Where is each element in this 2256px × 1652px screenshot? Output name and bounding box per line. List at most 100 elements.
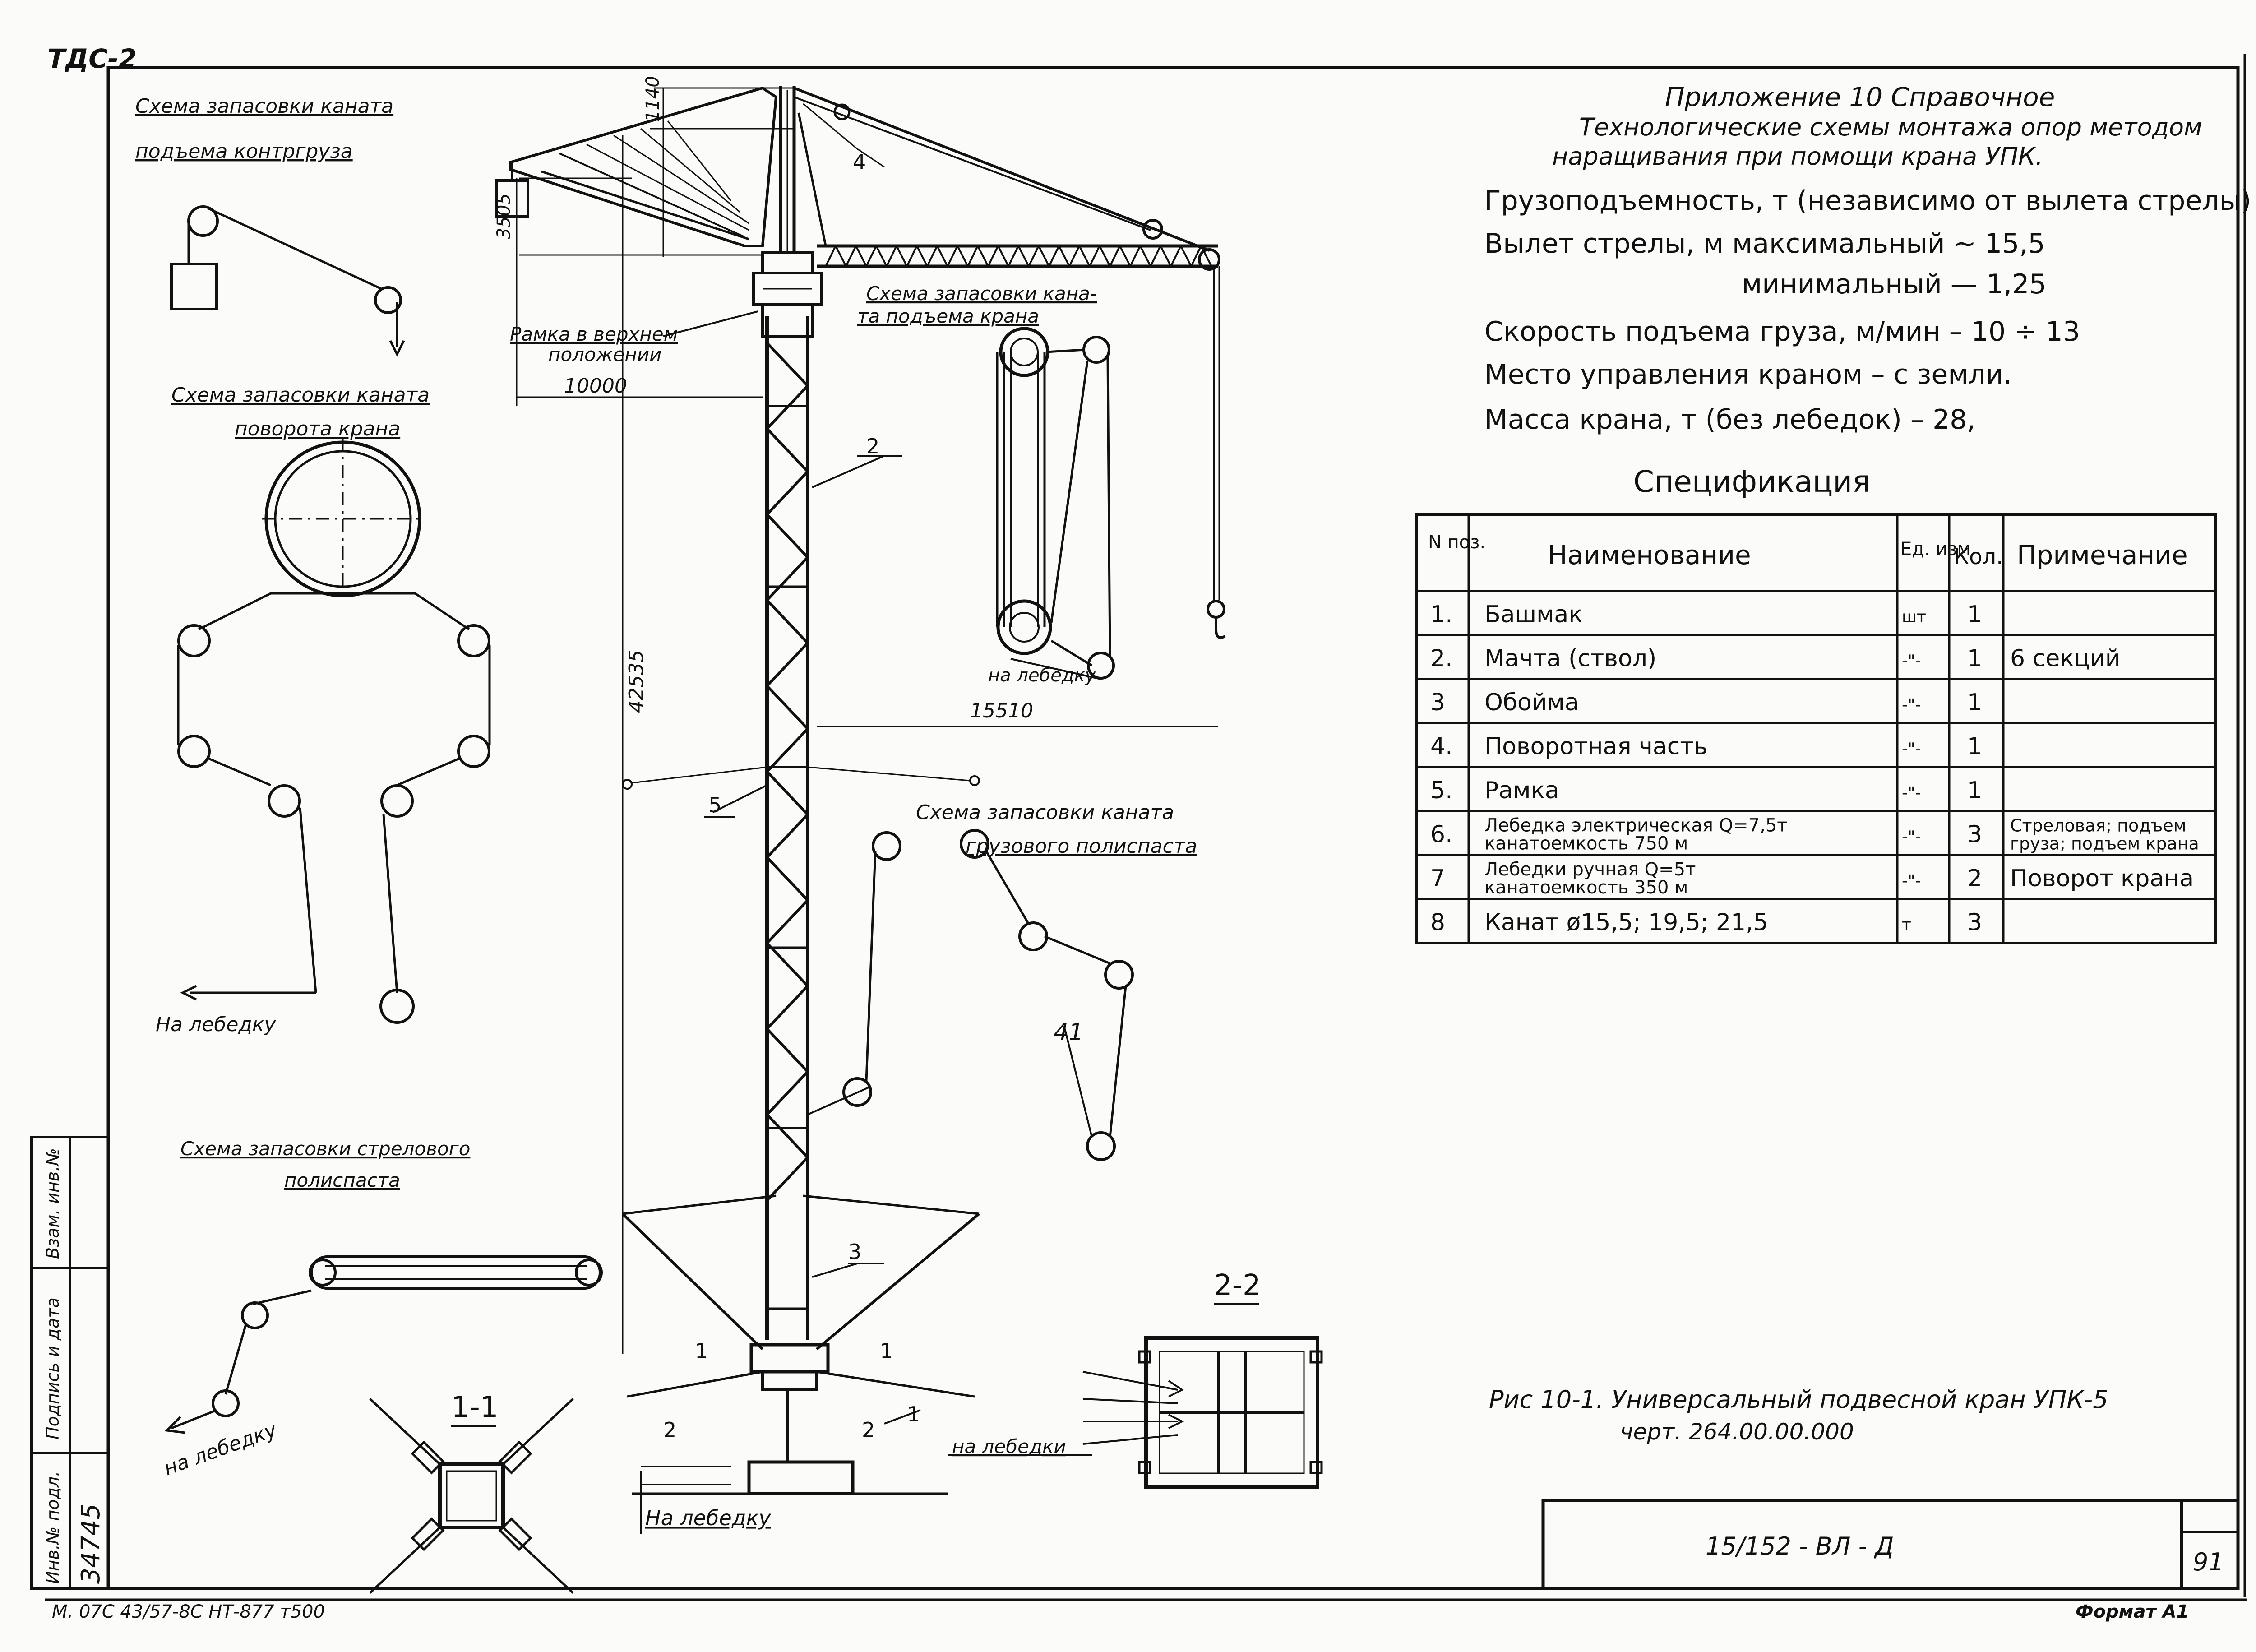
sidebar-replace: Взам. инв.№ <box>43 1148 63 1259</box>
crane-callout-4: 4 <box>853 150 866 174</box>
spec-cell-note: Стреловая; подъем <box>2010 815 2186 835</box>
spec-cell-unit: шт <box>1902 608 1926 626</box>
spec-cell-name: Канат ø15,5; 19,5; 21,5 <box>1484 909 1768 936</box>
jib-brace <box>865 245 877 267</box>
spec-header-qty: Кол. <box>1954 544 2003 569</box>
jib-brace <box>1099 245 1111 267</box>
jib-brace <box>936 245 948 267</box>
figure-caption-2: черт. 264.00.00.000 <box>1620 1419 1854 1445</box>
footer-right: Формат А1 <box>2076 1601 2189 1622</box>
mast-brace <box>766 856 809 902</box>
spec-cell-name: Поворотная часть <box>1484 733 1707 760</box>
mast-brace <box>766 513 809 559</box>
sidebar-signature: Подпись и дата <box>43 1297 63 1439</box>
scheme-cargo-title-2: грузового полиспаста <box>966 835 1197 858</box>
spec-cell-name: Лебедка электрическая Q=7,5т <box>1484 815 1788 836</box>
crane-section-2-left: 2 <box>663 1418 676 1442</box>
mast-brace <box>766 642 809 687</box>
scheme-counterweight-drawing <box>170 205 405 357</box>
spec-cell-name: Обойма <box>1484 689 1579 716</box>
crane-callout-5: 5 <box>708 793 721 817</box>
jib-brace <box>1129 245 1141 267</box>
jib-brace <box>926 245 938 267</box>
jib-brace <box>1190 245 1202 267</box>
stamp-sheet: 91 <box>2193 1548 2224 1576</box>
spec-cell-qty: 1 <box>1967 645 1982 672</box>
mast-brace <box>766 342 809 387</box>
spec-cell-name: Мачта (ствол) <box>1484 645 1656 672</box>
param-mass: Масса крана, т (без лебедок) – 28, <box>1484 404 1976 435</box>
spec-cell-name: Лебедки ручная Q=5т <box>1484 859 1696 880</box>
crane-dim-10000: 10000 <box>564 375 627 398</box>
spec-cell-qty: 1 <box>1967 689 1982 716</box>
jib-brace <box>855 245 867 267</box>
spec-cell-qty: 3 <box>1967 909 1982 936</box>
jib-brace <box>1068 245 1080 267</box>
appendix-subtitle-1: Технологические схемы монтажа опор метод… <box>1579 113 2202 141</box>
spec-cell-num: 1. <box>1430 601 1453 628</box>
mast-brace <box>766 556 809 602</box>
spec-title: Спецификация <box>1633 464 1870 499</box>
section-2-2-label: 2-2 <box>1214 1269 1261 1302</box>
spec-cell-name: Башмак <box>1484 601 1583 628</box>
crane-section-1-left: 1 <box>695 1339 708 1363</box>
jib-brace <box>1089 245 1100 267</box>
jib-brace <box>997 245 1009 267</box>
param-reach-max: Вылет стрелы, м максимальный ~ 15,5 <box>1484 228 2045 259</box>
mast-brace <box>766 985 809 1030</box>
spec-cell-name-line2: канатоемкость 350 м <box>1484 877 1688 898</box>
jib-brace <box>1160 245 1172 267</box>
spec-cell-unit: -"- <box>1902 872 1921 890</box>
spec-cell-name: Рамка <box>1484 777 1559 804</box>
appendix-title: Приложение 10 Справочное <box>1665 82 2055 112</box>
jib-brace <box>1038 245 1050 267</box>
jib-brace <box>1139 245 1151 267</box>
scheme-counterweight-title-2: подъема контргруза <box>135 140 353 163</box>
spec-cell-note-line2: груза; подъем крана <box>2010 833 2199 853</box>
spec-cell-num: 3 <box>1430 689 1445 716</box>
spec-cell-qty: 1 <box>1967 601 1982 628</box>
spec-cell-unit: -"- <box>1902 696 1921 714</box>
jib-brace <box>886 245 897 267</box>
crane-dim-1140: 1140 <box>643 76 663 122</box>
jib-brace <box>987 245 999 267</box>
scheme-boom-title-2: полиспаста <box>284 1169 400 1191</box>
spec-cell-unit: -"- <box>1902 784 1921 802</box>
spec-cell-unit: -"- <box>1902 652 1921 670</box>
jib-brace <box>835 245 847 267</box>
crane-drawing: 4 Рамка в верхнем положении 1140 3505 10… <box>494 76 1226 1534</box>
scheme-rotation-winch: На лебедку <box>156 1013 276 1036</box>
mast-brace <box>766 1027 809 1073</box>
spec-cell-unit: т <box>1902 916 1911 934</box>
drawing-frame <box>106 66 2240 1590</box>
spec-table: N поз. Наименование Ед. изм Кол. Примеча… <box>1415 513 2217 944</box>
sidebar-stamp: Взам. инв.№ Подпись и дата Инв.№ подл. 3… <box>30 1136 110 1590</box>
scheme-rotation-title-2: поворота крана <box>235 417 400 440</box>
spec-cell-qty: 2 <box>1967 865 1982 892</box>
spec-cell-num: 7 <box>1430 865 1445 892</box>
spec-cell-qty: 1 <box>1967 777 1982 804</box>
crane-section-1-right: 1 <box>880 1339 893 1363</box>
mast-brace <box>766 727 809 773</box>
scheme-lifting-winch: на лебедку <box>988 665 1096 686</box>
jib-brace <box>916 245 928 267</box>
spec-header-name: Наименование <box>1548 540 1751 570</box>
scheme-boom-title-1: Схема запасовки стрелового <box>180 1138 470 1160</box>
spec-cell-num: 6. <box>1430 821 1453 848</box>
spec-cell-num: 8 <box>1430 909 1445 936</box>
jib-brace <box>1017 245 1030 267</box>
mast-brace <box>766 1070 809 1116</box>
jib-brace <box>906 245 918 267</box>
jib-brace <box>1058 245 1070 267</box>
jib-brace <box>896 245 908 267</box>
sidebar-inv-value: 34745 <box>76 1504 106 1584</box>
mast-brace <box>766 470 809 516</box>
scheme-lifting-drawing <box>996 327 1115 680</box>
jib-brace <box>875 245 888 267</box>
jib-brace <box>845 245 857 267</box>
jib-brace <box>1119 245 1131 267</box>
jib-brace <box>1028 245 1040 267</box>
jib-brace <box>1078 245 1091 267</box>
sidebar-inv: Инв.№ подл. <box>43 1471 63 1584</box>
